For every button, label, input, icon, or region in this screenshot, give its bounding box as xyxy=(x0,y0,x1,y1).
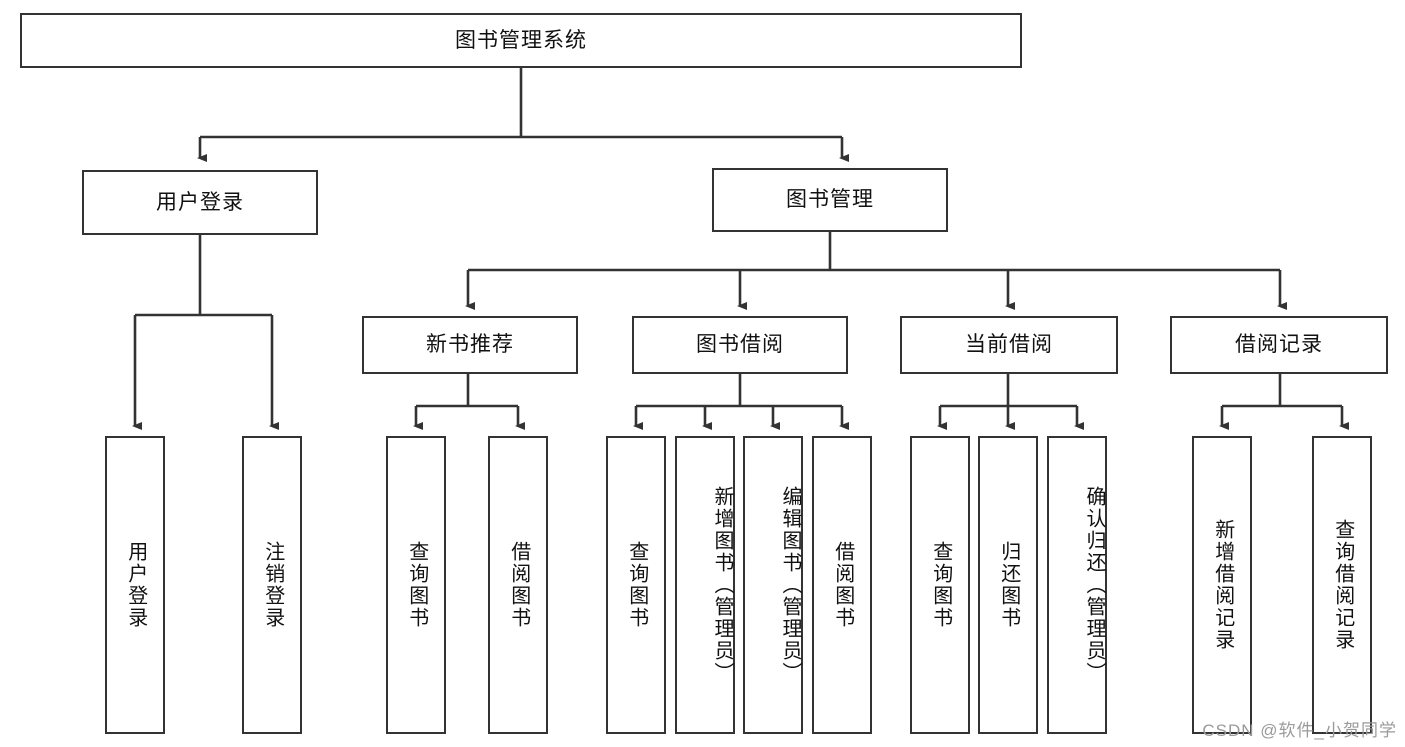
leaf-new-book-query[interactable]: 查询图书 xyxy=(386,436,446,734)
leaf-user-login-login[interactable]: 用户登录 xyxy=(105,436,165,734)
leaf-user-login-logout[interactable]: 注销登录 xyxy=(242,436,302,734)
node-new-book-recommend[interactable]: 新书推荐 xyxy=(362,316,578,374)
leaf-current-borrow-return[interactable]: 归还图书 xyxy=(978,436,1038,734)
leaf-current-borrow-confirm-return[interactable]: 确认归还（管理员） xyxy=(1047,436,1107,734)
leaf-book-borrow-edit[interactable]: 编辑图书（管理员） xyxy=(743,436,803,734)
node-user-login[interactable]: 用户登录 xyxy=(82,170,318,235)
csdn-watermark: CSDN @软件_小贺同学 xyxy=(1202,721,1397,740)
leaf-current-borrow-query[interactable]: 查询图书 xyxy=(910,436,970,734)
leaf-book-borrow-add[interactable]: 新增图书（管理员） xyxy=(675,436,735,734)
node-book-borrow[interactable]: 图书借阅 xyxy=(632,316,848,374)
leaf-new-book-borrow[interactable]: 借阅图书 xyxy=(488,436,548,734)
node-borrow-record[interactable]: 借阅记录 xyxy=(1170,316,1388,374)
leaf-borrow-record-add[interactable]: 新增借阅记录 xyxy=(1192,436,1252,734)
leaf-borrow-record-query[interactable]: 查询借阅记录 xyxy=(1312,436,1372,734)
node-root[interactable]: 图书管理系统 xyxy=(20,13,1022,68)
node-book-management[interactable]: 图书管理 xyxy=(712,168,948,232)
node-current-borrow[interactable]: 当前借阅 xyxy=(900,316,1118,374)
leaf-book-borrow-query[interactable]: 查询图书 xyxy=(606,436,666,734)
leaf-book-borrow-borrow[interactable]: 借阅图书 xyxy=(812,436,872,734)
